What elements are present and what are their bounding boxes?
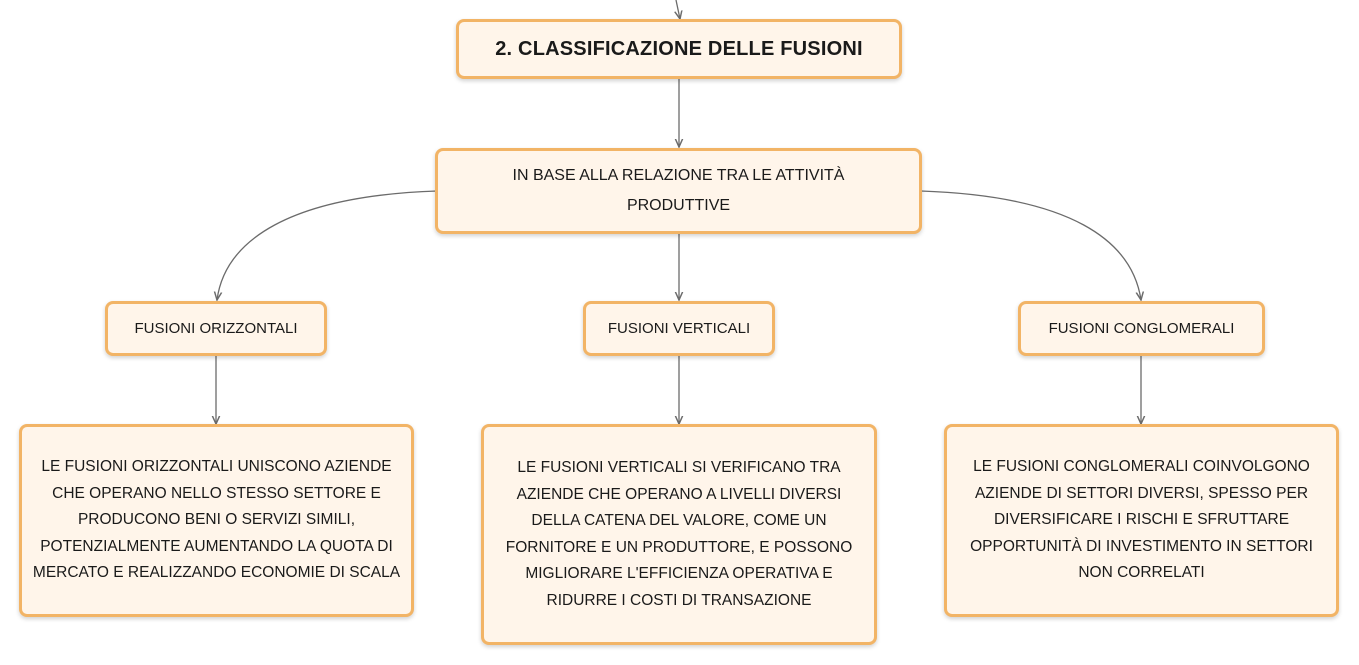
description-conglomerate-node[interactable]: LE FUSIONI CONGLOMERALI COINVOLGONO AZIE… — [944, 424, 1339, 617]
description-horizontal-node[interactable]: LE FUSIONI ORIZZONTALI UNISCONO AZIENDE … — [19, 424, 414, 617]
category-conglomerate-label: FUSIONI CONGLOMERALI — [1048, 320, 1235, 337]
root-node-label: 2. CLASSIFICAZIONE DELLE FUSIONI — [495, 37, 863, 60]
connector-incoming — [676, 0, 680, 19]
category-horizontal-label: FUSIONI ORIZZONTALI — [134, 320, 298, 337]
description-conglomerate-text: LE FUSIONI CONGLOMERALI COINVOLGONO AZIE… — [970, 458, 1313, 582]
root-node[interactable]: 2. CLASSIFICAZIONE DELLE FUSIONI — [456, 19, 902, 79]
description-horizontal-text: LE FUSIONI ORIZZONTALI UNISCONO AZIENDE … — [32, 458, 401, 582]
category-conglomerate-node[interactable]: FUSIONI CONGLOMERALI — [1018, 301, 1265, 356]
category-vertical-node[interactable]: FUSIONI VERTICALI — [583, 301, 775, 356]
description-vertical-text: LE FUSIONI VERTICALI SI VERIFICANO TRA A… — [505, 459, 853, 609]
category-vertical-label: FUSIONI VERTICALI — [607, 320, 751, 337]
category-horizontal-node[interactable]: FUSIONI ORIZZONTALI — [105, 301, 327, 356]
criterion-node-label: IN BASE ALLA RELAZIONE TRA LE ATTIVITÀ P… — [512, 167, 845, 214]
criterion-node[interactable]: IN BASE ALLA RELAZIONE TRA LE ATTIVITÀ P… — [435, 148, 922, 234]
connector-criterion-conglomerate — [920, 190, 1141, 300]
connector-criterion-horizontal — [217, 190, 438, 300]
description-vertical-node[interactable]: LE FUSIONI VERTICALI SI VERIFICANO TRA A… — [481, 424, 877, 645]
